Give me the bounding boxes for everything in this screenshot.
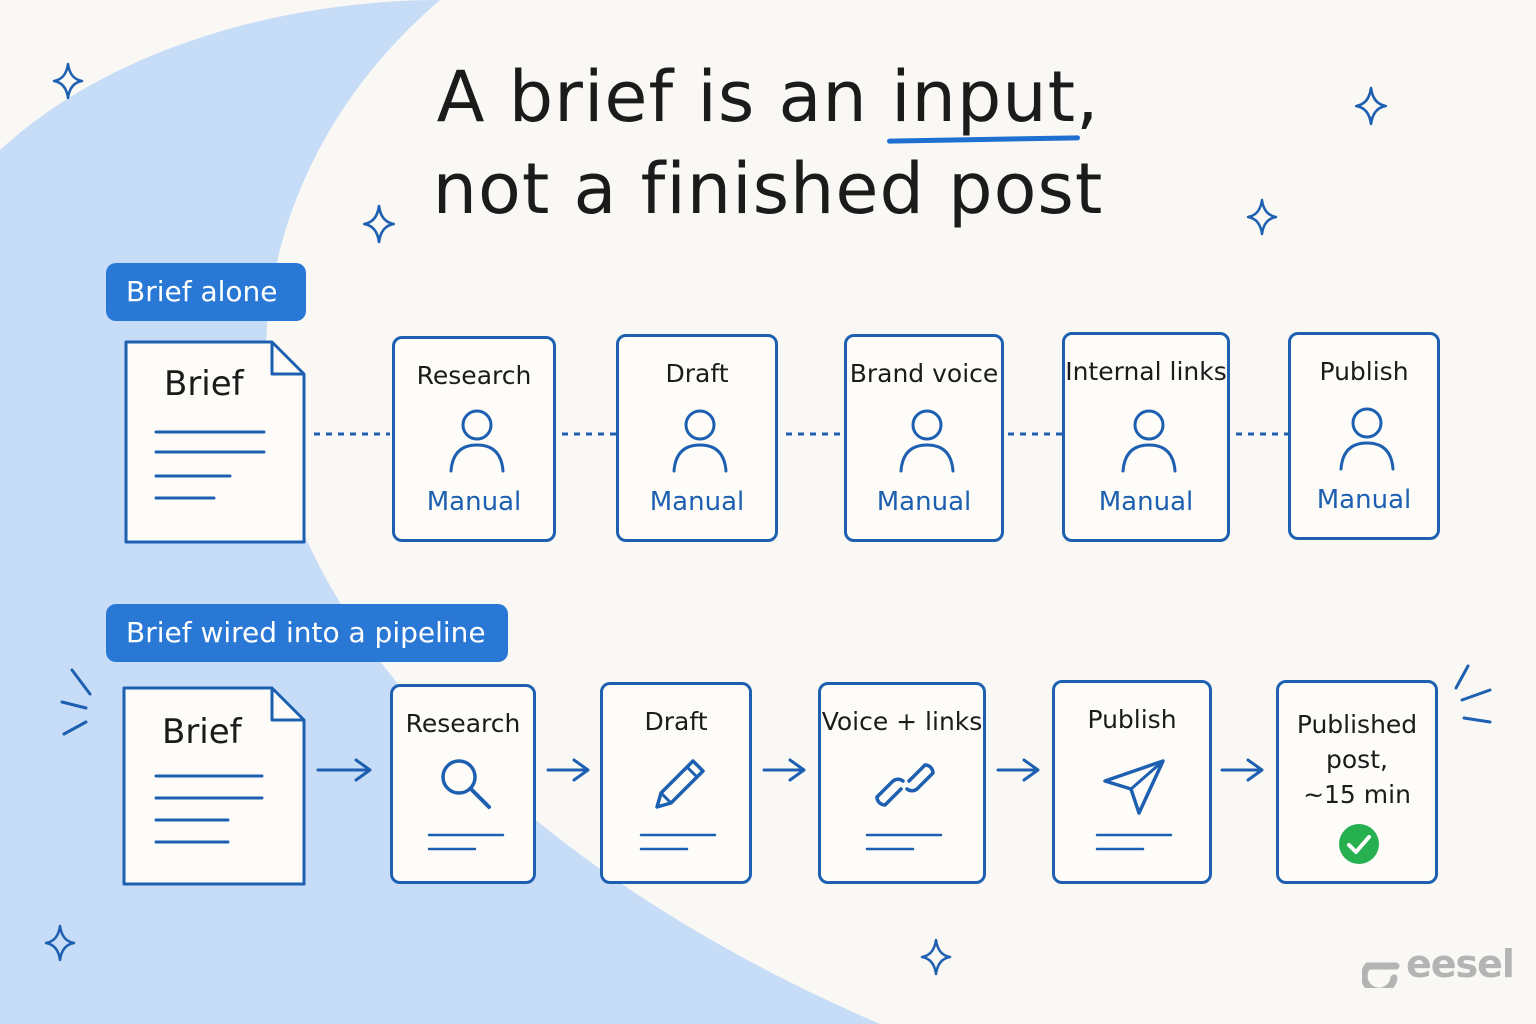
arrow-right-icon	[316, 758, 372, 782]
card-status-manual: Manual	[1098, 487, 1194, 517]
manual-step-card-publish: Publish Manual	[1288, 332, 1440, 540]
arrow-right-icon	[546, 758, 590, 782]
brief-document: Brief	[118, 338, 308, 548]
card-status-manual: Manual	[1316, 485, 1412, 515]
sparkle-icon	[1246, 198, 1278, 236]
pencil-icon	[655, 759, 705, 809]
title-text: ,	[1076, 56, 1100, 138]
card-title: Research	[405, 709, 521, 738]
published-post-card: Published post, ~15 min	[1276, 680, 1438, 884]
dashed-connector	[1236, 432, 1288, 436]
published-post-title: Published post, ~15 min	[1279, 707, 1435, 812]
paper-plane-icon	[1103, 759, 1165, 815]
card-status-manual: Manual	[649, 487, 745, 517]
manual-step-card-draft: Draft Manual	[616, 334, 778, 542]
dashed-connector	[1008, 432, 1064, 436]
card-status-manual: Manual	[876, 487, 972, 517]
card-title: Internal links	[1065, 357, 1227, 386]
title-highlight-input: input	[891, 56, 1077, 138]
emphasis-strokes-icon	[1454, 664, 1492, 724]
text-lines-icon	[427, 833, 505, 851]
manual-step-card-internal-links: Internal links Manual	[1062, 332, 1230, 542]
document-icon	[124, 340, 306, 544]
document-icon	[122, 686, 306, 886]
manual-step-card-brand-voice: Brand voice Manual	[844, 334, 1004, 542]
eesel-logo-text: eesel	[1406, 942, 1515, 986]
sparkle-icon	[362, 204, 396, 244]
sparkle-icon	[1354, 86, 1388, 126]
pipeline-step-card-voice-links: Voice + links	[818, 682, 986, 884]
person-icon	[1121, 409, 1177, 473]
arrow-right-icon	[996, 758, 1040, 782]
card-title: Voice + links	[821, 707, 983, 736]
card-title: Draft	[665, 359, 729, 388]
published-line: ~15 min	[1303, 780, 1411, 809]
brief-document-title: Brief	[164, 364, 244, 404]
page-title-line-2: not a finished post	[432, 148, 1104, 230]
pipeline-step-card-publish: Publish	[1052, 680, 1212, 884]
brief-document: Brief	[118, 684, 308, 890]
section-label-brief-pipeline: Brief wired into a pipeline	[106, 604, 508, 662]
person-icon	[672, 409, 728, 473]
arrow-right-icon	[762, 758, 806, 782]
person-icon	[899, 409, 955, 473]
search-icon	[441, 759, 491, 809]
text-lines-icon	[1095, 833, 1173, 851]
pipeline-step-card-research: Research	[390, 684, 536, 884]
page-title-line-1: A brief is an input,	[0, 62, 1536, 132]
card-title: Brand voice	[849, 359, 999, 388]
check-circle-icon	[1339, 824, 1379, 864]
person-icon	[1339, 407, 1395, 471]
text-lines-icon	[865, 833, 943, 851]
published-line: post,	[1326, 745, 1388, 774]
person-icon	[449, 409, 505, 473]
card-title: Publish	[1087, 705, 1177, 734]
dashed-connector	[562, 432, 618, 436]
section-label-brief-alone: Brief alone	[106, 263, 306, 321]
dashed-connector	[786, 432, 842, 436]
text-lines-icon	[639, 833, 717, 851]
sparkle-icon	[52, 62, 84, 100]
dashed-connector	[314, 432, 390, 436]
link-icon	[875, 763, 935, 807]
card-title: Publish	[1319, 357, 1409, 386]
arrow-right-icon	[1220, 758, 1264, 782]
published-line: Published	[1296, 710, 1418, 739]
title-text: A brief is an	[436, 56, 892, 138]
pipeline-step-card-draft: Draft	[600, 682, 752, 884]
card-title: Draft	[644, 707, 708, 736]
sparkle-icon	[920, 938, 952, 976]
manual-step-card-research: Research Manual	[392, 336, 556, 542]
sparkle-icon	[44, 924, 76, 962]
card-status-manual: Manual	[426, 487, 522, 517]
emphasis-strokes-icon	[60, 668, 92, 736]
card-title: Research	[416, 361, 532, 390]
eesel-logo-icon	[1362, 962, 1400, 988]
brief-document-title: Brief	[162, 712, 242, 752]
